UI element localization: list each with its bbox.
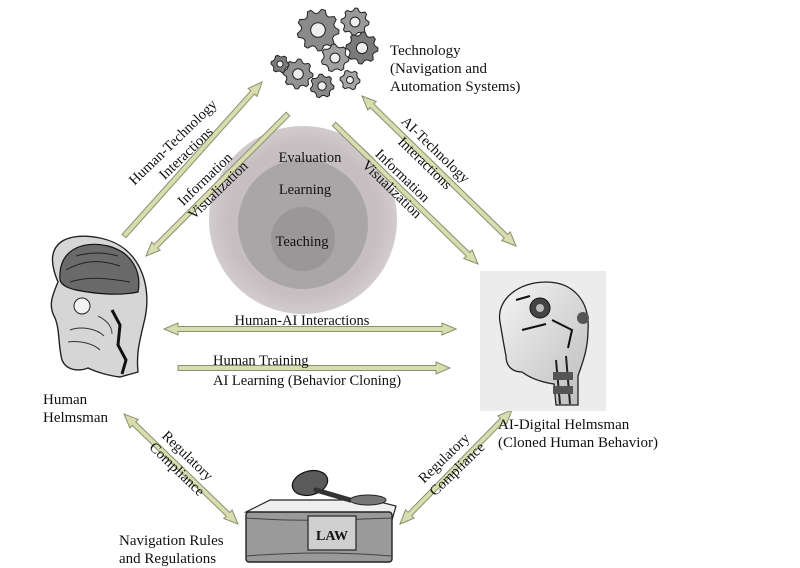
- gear-hub-icon: [276, 60, 284, 68]
- arrow-tech-to-ai-visualization: [331, 121, 479, 265]
- learning-label: Learning: [279, 182, 331, 198]
- human-label: Human Helmsman: [43, 392, 108, 426]
- human-head-xray-icon: [50, 235, 148, 378]
- robot-head-icon: [480, 271, 606, 411]
- ai-label-line2: (Cloned Human Behavior): [498, 435, 658, 451]
- gear-hub-icon: [329, 52, 341, 64]
- arrow-human-training: [177, 361, 452, 375]
- teaching-circle: [271, 207, 335, 271]
- gear-hub-icon: [310, 22, 326, 38]
- arrow-tech-to-ai-interactions: [361, 95, 517, 247]
- human-ai-label: Human-AI Interactions: [235, 313, 370, 329]
- technology-label-line2: (Navigation and: [390, 61, 488, 77]
- human-rules-label: Regulatory Compliance: [146, 427, 219, 499]
- concentric-circles: Evaluation Learning Teaching: [209, 126, 397, 314]
- gear-hub-icon: [317, 81, 327, 91]
- arrow-human-to-tech: [121, 81, 263, 239]
- training-label-line2: AI Learning (Behavior Cloning): [213, 373, 401, 389]
- technology-label-line1: Technology: [390, 43, 461, 59]
- gear-hub-icon: [355, 41, 369, 55]
- technology-label-line3: Automation Systems): [390, 79, 520, 95]
- gears-icon: [270, 7, 379, 99]
- human-label-line1: Human: [43, 392, 88, 408]
- rules-label-line2: and Regulations: [119, 551, 216, 567]
- rules-label-line1: Navigation Rules: [119, 533, 224, 549]
- gear-hub-icon: [346, 76, 354, 84]
- arrow-human-rules: [123, 413, 239, 525]
- ai-label-line1: AI-Digital Helmsman: [498, 417, 630, 433]
- human-label-line2: Helmsman: [43, 410, 108, 426]
- law-book-gavel-icon: LAW: [243, 469, 397, 563]
- training-label: Human Training AI Learning (Behavior Clo…: [213, 353, 401, 389]
- training-label-line1: Human Training: [213, 353, 308, 369]
- arrows-layer: [121, 81, 517, 525]
- evaluation-label: Evaluation: [279, 150, 343, 166]
- ai-label: AI-Digital Helmsman (Cloned Human Behavi…: [498, 417, 658, 451]
- gear-hub-icon: [349, 16, 361, 28]
- law-book-text: LAW: [316, 529, 348, 544]
- arrow-tech-to-human: [145, 111, 291, 257]
- teaching-label: Teaching: [276, 234, 329, 250]
- rules-label: Navigation Rules and Regulations: [119, 533, 227, 567]
- technology-label: Technology (Navigation and Automation Sy…: [390, 43, 520, 95]
- arrow-human-ai-interactions: [162, 322, 458, 336]
- ai-rules-label: Regulatory Compliance: [415, 427, 488, 499]
- gear-hub-icon: [292, 68, 304, 80]
